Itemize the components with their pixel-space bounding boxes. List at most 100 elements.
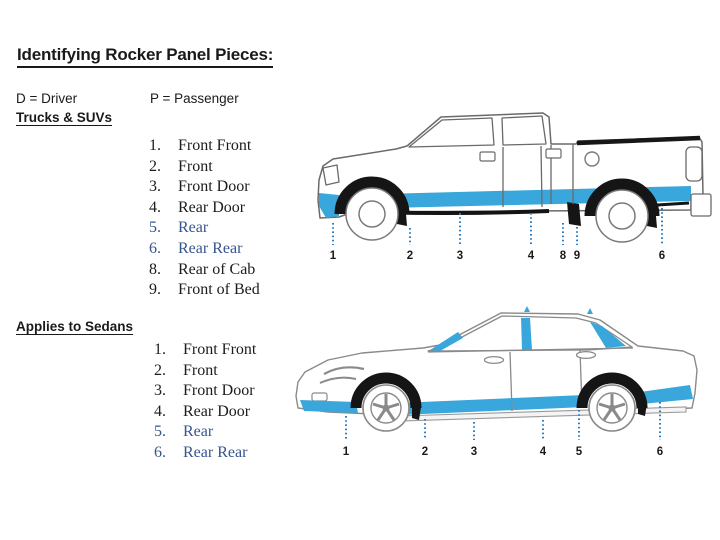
list-item: 3. Front Door — [154, 381, 256, 402]
truck-cab-step — [567, 202, 581, 226]
item-number: 1. — [149, 137, 161, 154]
truck-callouts: 1 2 3 4 8 9 6 — [330, 208, 665, 262]
sedan-callout-1: 1 — [343, 446, 350, 458]
list-item: 3. Front Door — [149, 177, 260, 198]
list-item: 4. Rear Door — [149, 198, 260, 219]
sedan-piece-list: 1. Front Front 2. Front 3. Front Door 4. Rea… — [154, 340, 256, 464]
truck-callout-4: 4 — [528, 250, 535, 262]
truck-rear-wheel-arch — [584, 178, 660, 217]
item-label: Front Front — [183, 341, 257, 358]
truck-front-wheel-arch — [334, 176, 410, 215]
sedan-front-mudflap — [412, 405, 421, 420]
truck-front-wheel — [345, 187, 399, 241]
sedan-rear-quarter-glass — [590, 322, 626, 348]
truck-front-front-piece — [319, 193, 339, 218]
list-item: 4. Rear Door — [154, 402, 256, 423]
item-label: Front of Bed — [178, 281, 260, 299]
item-number: 5. — [149, 219, 161, 237]
item-number: 4. — [149, 198, 161, 216]
item-label: Front — [183, 361, 218, 379]
sedan-callout-3: 3 — [471, 446, 477, 458]
list-item: 1. Front Front — [149, 136, 260, 157]
truck-callout-8: 8 — [560, 250, 567, 262]
truck-diagram: 1 2 3 4 8 9 6 — [317, 112, 712, 262]
item-label: Rear Door — [178, 198, 246, 216]
legend-driver: D = Driver — [16, 91, 78, 106]
item-number: 6. — [154, 443, 166, 461]
sedan-rear-wheel-arch — [576, 372, 648, 409]
list-item: 8. Rear of Cab — [149, 260, 260, 281]
truck-callout-2: 2 — [407, 250, 413, 262]
page-title: Identifying Rocker Panel Pieces: — [17, 45, 273, 68]
item-label: Front Front — [178, 137, 252, 154]
sedan-callout-4: 4 — [540, 446, 547, 458]
sedan-diagram: 1 2 3 4 5 6 — [295, 306, 698, 458]
item-number: 4. — [154, 402, 166, 420]
item-number: 3. — [149, 178, 161, 196]
truck-bed-bottom-line — [656, 201, 690, 207]
truck-headlight — [322, 164, 340, 186]
item-label: Rear — [178, 219, 209, 237]
truck-fuel-door — [584, 151, 600, 167]
truck-rear-hub — [608, 202, 636, 230]
sedan-rear-rear-piece — [640, 385, 693, 404]
item-number: 9. — [149, 281, 161, 299]
truck-bed-rail — [576, 135, 701, 146]
truck-door-lines — [502, 144, 574, 208]
trucks-suvs-heading: Trucks & SUVs — [16, 110, 113, 126]
item-label: Front — [178, 157, 213, 175]
sedan-b-pillar — [521, 318, 532, 350]
truck-callout-6: 6 — [659, 250, 665, 262]
list-item: 2. Front — [154, 361, 256, 382]
item-number: 5. — [154, 423, 166, 441]
item-label: Rear Rear — [183, 443, 248, 461]
truck-piece-list: 1. Front Front 2. Front 3. Front Door 4. Rea… — [149, 136, 260, 301]
truck-rear-window — [501, 115, 547, 146]
truck-callout-1: 1 — [330, 250, 337, 262]
item-label: Front Door — [183, 382, 255, 400]
item-label: Rear — [183, 423, 214, 441]
list-item: 1. Front Front — [154, 340, 256, 361]
sedan-callout-5: 5 — [576, 446, 583, 458]
item-number: 3. — [154, 382, 166, 400]
legend-passenger: P = Passenger — [150, 91, 239, 106]
list-item: 2. Front — [149, 157, 260, 178]
sedan-roof-tick-c — [587, 308, 593, 314]
sedan-headlight-lower — [319, 376, 357, 384]
item-number: 2. — [149, 157, 161, 175]
sedan-rear-door-handle — [575, 350, 597, 360]
list-item: 6. Rear Rear — [154, 443, 256, 464]
item-number: 8. — [149, 260, 161, 278]
sedan-headlight-upper — [323, 366, 365, 375]
sedan-a-pillar — [430, 332, 463, 351]
sedan-callout-2: 2 — [422, 446, 428, 458]
truck-callout-9: 9 — [574, 250, 580, 262]
item-label: Rear of Cab — [178, 260, 256, 278]
applies-to-sedans-heading: Applies to Sedans — [16, 319, 134, 335]
item-label: Rear Rear — [178, 239, 243, 257]
list-item: 6. Rear Rear — [149, 239, 260, 260]
sedan-callouts: 1 2 3 4 5 6 — [343, 402, 663, 458]
truck-rear-wheel — [595, 189, 649, 243]
item-number: 6. — [149, 239, 161, 257]
truck-callout-3: 3 — [457, 250, 463, 262]
sedan-roof-tick-b — [524, 306, 530, 312]
sedan-front-wheel-arch — [350, 372, 422, 409]
sedan-rear-wheel — [588, 384, 636, 432]
list-item: 5. Rear — [149, 218, 260, 239]
list-item: 5. Rear — [154, 422, 256, 443]
item-number: 2. — [154, 361, 166, 379]
sedan-grille-slot — [311, 392, 328, 402]
item-number: 1. — [154, 341, 166, 358]
item-label: Rear Door — [183, 402, 251, 420]
sedan-rocker-strip — [398, 395, 586, 415]
sedan-beltline — [427, 347, 634, 353]
truck-tail-lamp — [685, 146, 703, 182]
sedan-front-wheel — [362, 384, 410, 432]
truck-rear-door-handle — [545, 148, 562, 159]
item-label: Front Door — [178, 178, 250, 196]
truck-front-window — [408, 117, 495, 148]
truck-front-hub — [358, 200, 386, 228]
truck-front-door-handle — [479, 151, 496, 162]
truck-rear-bumper — [690, 193, 712, 217]
